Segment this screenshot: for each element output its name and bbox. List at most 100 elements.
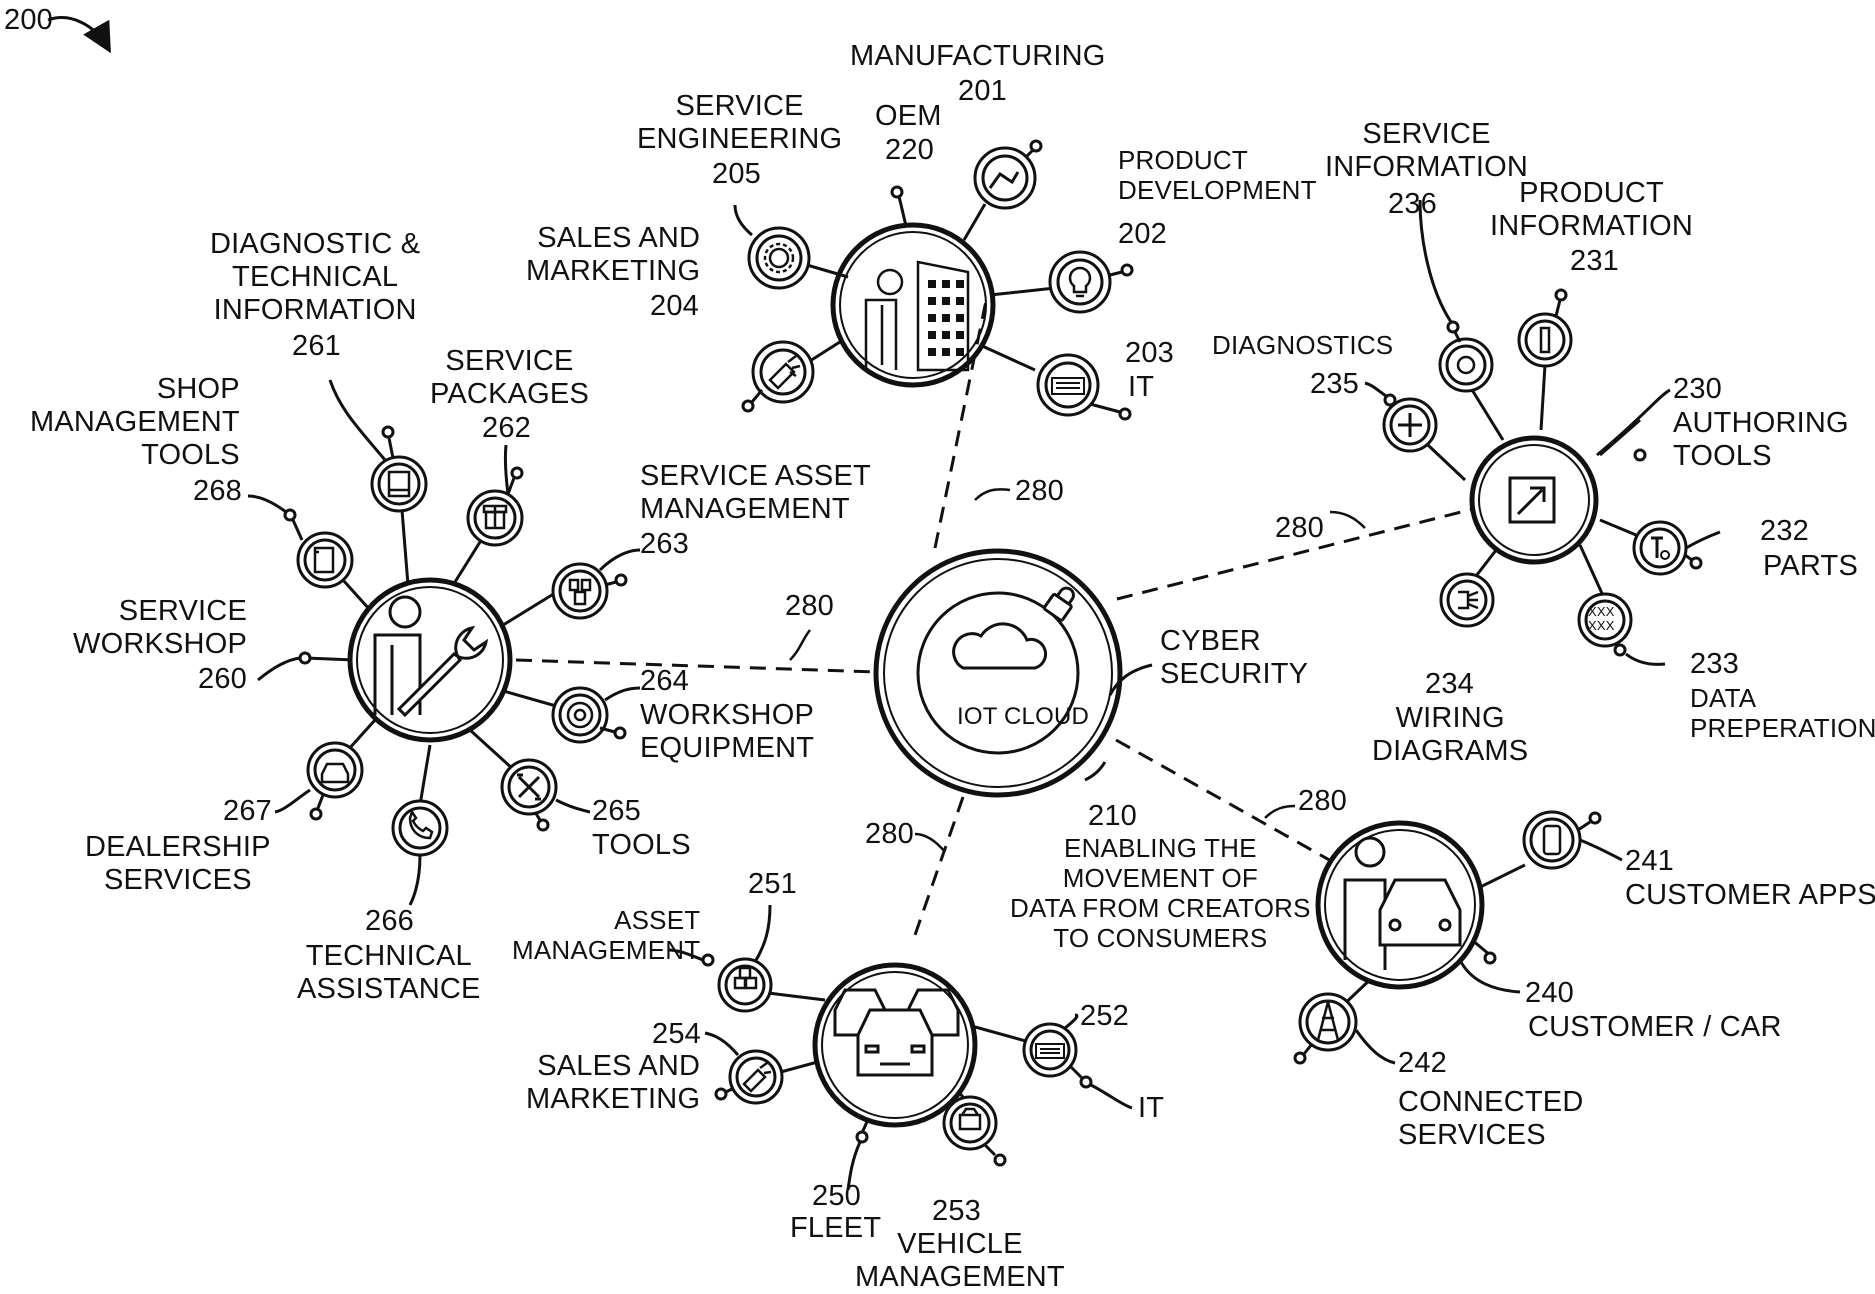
tools-label: TOOLS	[592, 829, 691, 861]
fleet-label: FLEET	[790, 1212, 882, 1244]
iot-cloud-hub	[873, 548, 1153, 798]
robot-arm-icon	[988, 171, 1020, 189]
service-asset-management-ref: 263	[640, 528, 689, 560]
service-information-label: SERVICE INFORMATION	[1325, 118, 1529, 183]
car-icon	[320, 762, 350, 784]
boxes-icon	[733, 966, 758, 990]
sales-marketing-oem-label: SALES AND MARKETING	[526, 222, 701, 287]
plus-icon	[1398, 413, 1422, 437]
link-label-authoring: 280	[1275, 512, 1324, 544]
cloud-icon	[952, 622, 1048, 670]
connected-services-ref: 242	[1398, 1047, 1447, 1079]
hub-ref: 210	[1088, 800, 1137, 832]
dealership-services-label: DEALERSHIP SERVICES	[85, 831, 271, 896]
hub-leader	[1084, 761, 1107, 782]
it-fleet-ref: 252	[1080, 1000, 1129, 1032]
data-preparation-label: DATA PREPERATION	[1690, 683, 1875, 743]
megaphone-icon	[768, 355, 801, 390]
customer-label: CUSTOMER / CAR	[1528, 1011, 1782, 1043]
service-engineering-label: SERVICE ENGINEERING	[637, 90, 843, 155]
wiring-diagrams-label: WIRING DIAGRAMS	[1372, 702, 1529, 767]
manufacturing-ref: 201	[958, 75, 1007, 107]
keyboard-icon	[1051, 377, 1085, 395]
customer-apps-ref: 241	[1625, 845, 1674, 877]
book-icon	[387, 470, 411, 498]
diagnostics-ref: 235	[1310, 368, 1359, 400]
link-label-workshop: 280	[785, 590, 834, 622]
it-oem-ref: 203	[1125, 337, 1174, 369]
workshop-cluster	[247, 379, 641, 906]
asset-management-label: ASSET MANAGEMENT	[512, 905, 701, 965]
link-label-fleet: 280	[865, 818, 914, 850]
customer-ref: 240	[1525, 977, 1574, 1009]
fleet-ref: 250	[812, 1180, 861, 1212]
lock-icon	[1042, 586, 1075, 622]
lightbulb-icon	[1068, 266, 1092, 298]
authoring-label: AUTHORING TOOLS	[1673, 407, 1849, 472]
fleet-cars-icon	[833, 988, 960, 1077]
person-car-icon	[1343, 836, 1462, 970]
authoring-ref: 230	[1673, 373, 1722, 405]
service-workshop-label: SERVICE WORKSHOP	[73, 595, 247, 660]
diagnostic-technical-ref: 261	[292, 330, 341, 362]
customer-apps-label: CUSTOMER APPS	[1625, 879, 1875, 911]
hub-caption: ENABLING THE MOVEMENT OF DATA FROM CREAT…	[1010, 833, 1311, 953]
link-label-oem: 280	[1015, 475, 1064, 507]
tools-ref: 265	[592, 795, 641, 827]
it-fleet-label: IT	[1138, 1092, 1165, 1124]
wheel-icon	[566, 701, 594, 729]
diagnostics-label: DIAGNOSTICS	[1212, 330, 1394, 360]
link-label-hooks	[789, 488, 1366, 853]
megaphone-icon	[742, 1061, 772, 1093]
link-label-customer: 280	[1298, 785, 1347, 817]
parts-label: PARTS	[1763, 550, 1859, 582]
vehicle-management-ref: 253	[932, 1195, 981, 1227]
service-information-ref: 236	[1388, 188, 1437, 220]
asset-management-ref: 251	[748, 868, 797, 900]
authoring-cluster	[1364, 199, 1721, 666]
bolt-icon	[1651, 536, 1663, 558]
connected-services-label: CONNECTED SERVICES	[1398, 1086, 1584, 1151]
antenna-tower-icon	[1316, 1001, 1340, 1041]
figure-arrow	[47, 16, 111, 54]
service-workshop-ref: 260	[198, 663, 247, 695]
tools-icon	[517, 773, 541, 801]
service-packages-label: SERVICE PACKAGES	[430, 345, 590, 410]
workshop-equipment-label: WORKSHOP EQUIPMENT	[640, 699, 815, 764]
it-oem-label: IT	[1128, 371, 1155, 403]
customer-cluster	[1293, 810, 1623, 1065]
oem-ref: 220	[885, 134, 934, 166]
hub-name: IOT CLOUD	[957, 703, 1090, 730]
oem-label: OEM	[875, 100, 942, 132]
dealership-services-ref: 267	[223, 795, 272, 827]
document-edit-icon	[1508, 476, 1556, 524]
technical-assistance-ref: 266	[365, 905, 414, 937]
oem-cluster	[733, 139, 1134, 421]
security-leader	[1108, 663, 1153, 696]
shop-management-ref: 268	[193, 475, 242, 507]
clipboard-icon	[313, 546, 335, 574]
cyber-security-label: CYBER SECURITY	[1160, 625, 1309, 690]
shop-management-label: SHOP MANAGEMENT TOOLS	[30, 373, 240, 471]
wiring-icon	[1458, 590, 1479, 610]
service-engineering-ref: 205	[712, 158, 761, 190]
workshop-equipment-ref: 264	[640, 665, 689, 697]
keyboard-icon	[1035, 1043, 1065, 1059]
manufacturing-label: MANUFACTURING	[850, 40, 1106, 72]
figure-number: 200	[4, 4, 53, 36]
data-icon-text: XXX XXX	[1588, 604, 1615, 633]
asset-tool-icon	[568, 578, 592, 606]
gear-icon	[763, 242, 795, 274]
info-book-icon	[1539, 326, 1551, 354]
wiring-diagrams-ref: 234	[1425, 668, 1474, 700]
sales-marketing-oem-ref: 204	[650, 290, 699, 322]
phone-icon	[1542, 824, 1562, 856]
mechanic-wrench-icon	[373, 595, 489, 718]
package-icon	[482, 504, 508, 530]
wrench-disc-icon	[1456, 355, 1476, 375]
phone-handset-icon	[408, 809, 434, 840]
technical-assistance-label: TECHNICAL ASSISTANCE	[297, 940, 481, 1005]
vehicle-management-icon	[958, 1107, 982, 1131]
product-development-label: PRODUCT DEVELOPMENT	[1118, 145, 1317, 205]
